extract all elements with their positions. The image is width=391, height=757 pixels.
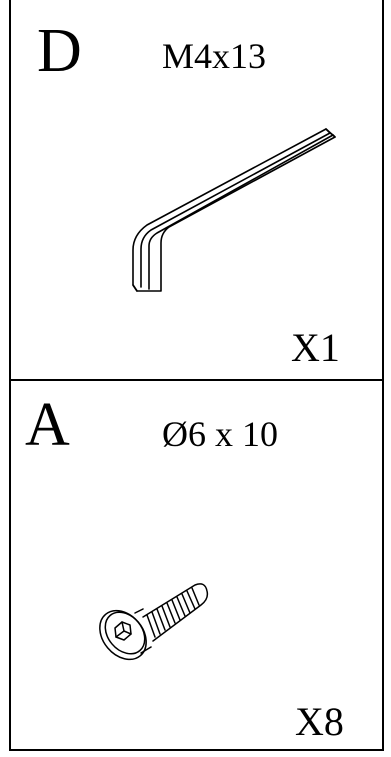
part-card-a: A Ø6 x 10 bbox=[9, 380, 384, 751]
part-spec: Ø6 x 10 bbox=[162, 414, 278, 454]
part-spec: M4x13 bbox=[162, 36, 267, 76]
part-quantity: X8 bbox=[295, 699, 344, 744]
part-letter: A bbox=[25, 391, 70, 459]
part-card-d: D M4x13 X1 bbox=[9, 0, 384, 381]
part-letter: D bbox=[37, 17, 82, 85]
allen-key-icon bbox=[132, 128, 336, 292]
hex-socket-screw-icon bbox=[99, 583, 209, 661]
part-quantity: X1 bbox=[291, 325, 340, 370]
bottom-divider bbox=[9, 749, 384, 751]
